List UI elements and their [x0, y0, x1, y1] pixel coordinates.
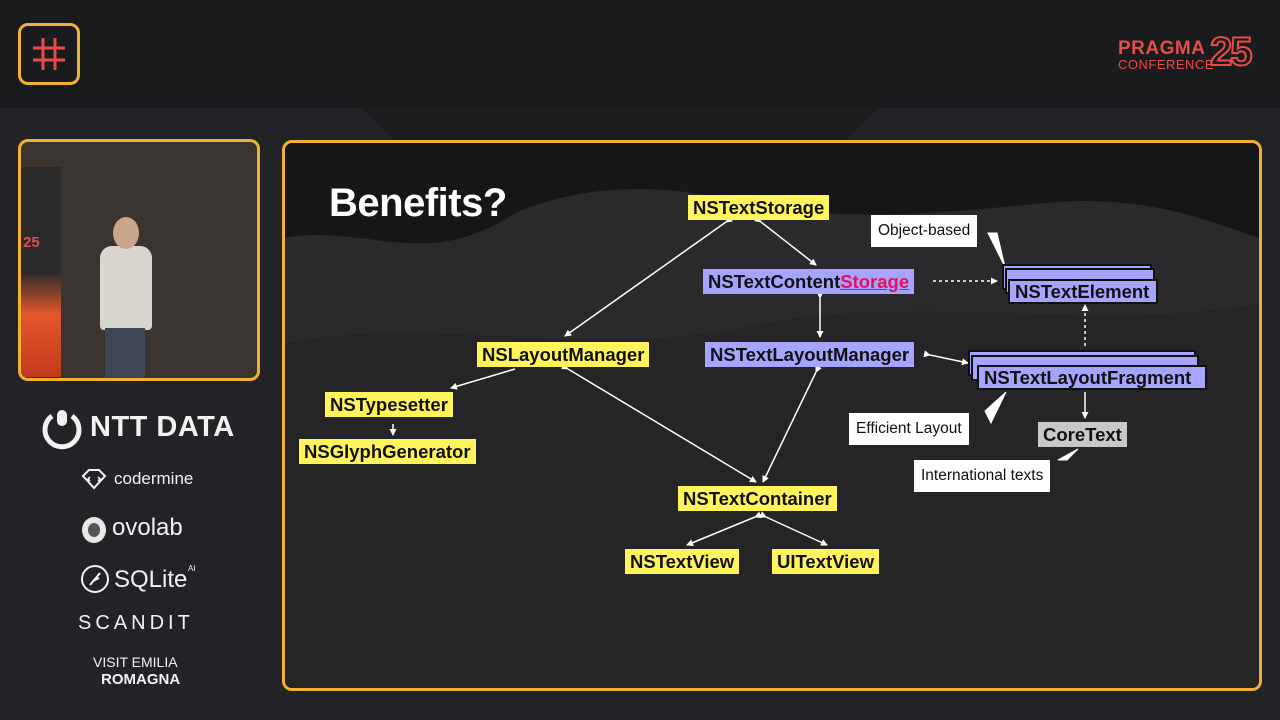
sponsor-visit-emilia-romagna: VISIT EMILIA ROMAGNA	[93, 654, 203, 694]
node-nstextstorage: NSTextStorage	[688, 195, 830, 220]
node-nstextlayoutfragment: NSTextLayoutFragment	[977, 365, 1207, 390]
conference-brand: PRAGMA CONFERENCE 25	[1118, 29, 1263, 76]
callout-pointer-object-based	[987, 232, 1006, 268]
node-nsglyphgenerator: NSGlyphGenerator	[299, 439, 476, 464]
node-nstextview: NSTextView	[625, 549, 740, 574]
visit-line-1: VISIT EMILIA	[93, 654, 178, 670]
node-nstextcontentstorage: NSTextContentStorage	[703, 269, 915, 294]
speaker-legs	[105, 328, 145, 378]
node-coretext: CoreText	[1038, 422, 1127, 447]
callout-object-based: Object-based	[871, 215, 978, 247]
codermine-label: codermine	[114, 469, 194, 488]
slide-title: Benefits?	[329, 181, 507, 225]
visit-line-2: ROMAGNA	[101, 671, 181, 688]
brand-subtitle: CONFERENCE	[1118, 57, 1215, 72]
hash-icon	[18, 23, 80, 85]
speaker-video: 25	[18, 139, 260, 381]
arrow-textlayoutmanager-container	[762, 365, 822, 483]
sponsor-ntt-data: NTT DATA	[40, 408, 250, 450]
diamond-icon	[81, 469, 107, 490]
node-nstypesetter: NSTypesetter	[325, 392, 453, 417]
callout-efficient-layout: Efficient Layout	[849, 413, 969, 445]
arrow-storage-contentstorage	[754, 215, 817, 266]
sponsor-sqlite: SQLite AI	[80, 564, 220, 596]
arrow-layoutmanager-typesetter	[450, 368, 516, 390]
node-nstextcontentstorage-prefix: NSTextContent	[708, 271, 841, 292]
top-bar	[0, 0, 1280, 108]
callout-pointer-efficient-layout	[984, 391, 1007, 425]
arrow-textlayoutmanager-fragment	[923, 350, 969, 366]
sponsor-ovolab: ovolab	[80, 514, 220, 546]
ovolab-label: ovolab	[112, 514, 183, 541]
arrow-container-uitextview	[759, 511, 828, 546]
presentation-slide: Benefits? NSTextStorage	[282, 140, 1262, 691]
node-nstextlayoutmanager: NSTextLayoutManager	[705, 342, 915, 367]
arrow-storage-layoutmanager	[564, 215, 733, 337]
sponsor-scandit: SCANDIT	[78, 612, 194, 634]
sqlite-label: SQLite	[114, 566, 188, 593]
arrow-container-textview	[686, 511, 762, 546]
brand-year: 25	[1209, 29, 1253, 75]
node-uitextview: UITextView	[772, 549, 879, 574]
node-nslayoutmanager: NSLayoutManager	[477, 342, 650, 367]
sponsor-codermine: codermine	[80, 467, 220, 493]
node-nstextcontainer: NSTextContainer	[678, 486, 837, 511]
ntt-label: NTT DATA	[90, 411, 235, 443]
callout-international-texts: International texts	[914, 460, 1051, 492]
stage-banner	[21, 167, 61, 377]
speaker-head	[113, 217, 139, 249]
sqlite-ai-label: AI	[188, 564, 196, 573]
node-nstextcontentstorage-highlight: Storage	[840, 271, 910, 292]
ntt-logo-icon	[42, 410, 82, 450]
ovolab-logo-icon	[82, 517, 106, 543]
feather-icon	[81, 565, 109, 593]
node-nstextelement: NSTextElement	[1008, 279, 1158, 304]
speaker-torso	[100, 246, 152, 330]
banner-text: 25	[23, 234, 40, 251]
brand-name: PRAGMA	[1118, 38, 1206, 59]
callout-pointer-international	[1057, 448, 1079, 461]
arrow-layoutmanager-container	[561, 362, 757, 483]
diagram-arrows	[389, 215, 1089, 546]
